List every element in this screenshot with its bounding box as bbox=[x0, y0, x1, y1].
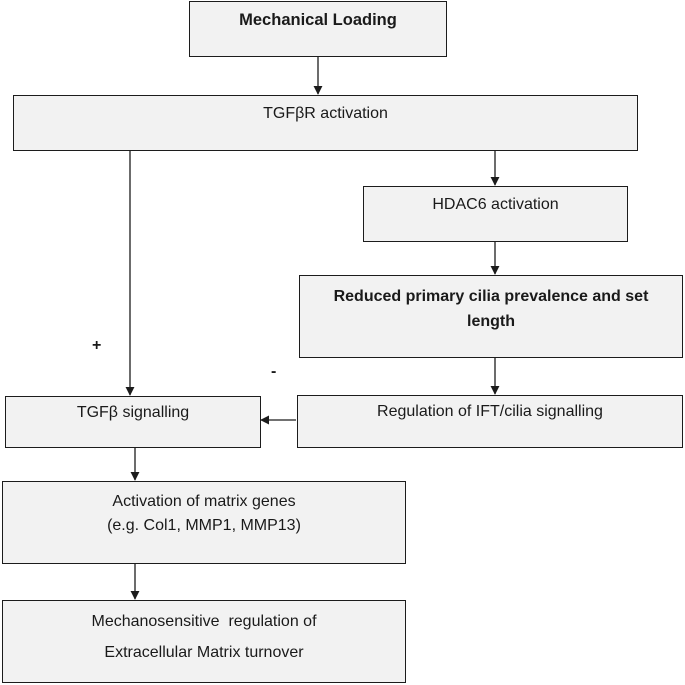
matrix-genes-box: Activation of matrix genes (e.g. Col1, M… bbox=[2, 481, 406, 564]
positive-effect-sign: + bbox=[92, 337, 102, 354]
mechanical-loading-label: Mechanical Loading bbox=[239, 11, 397, 29]
tgfbr-activation-box: TGFβR activation bbox=[13, 95, 638, 151]
hdac6-activation-label: HDAC6 activation bbox=[432, 196, 559, 213]
ecm-turnover-label-line1: Mechanosensitive regulation of bbox=[91, 613, 317, 630]
tgfbr-activation-label: TGFβR activation bbox=[263, 105, 388, 122]
reduced-cilia-box: Reduced primary cilia prevalence and set… bbox=[299, 275, 683, 358]
ift-regulation-label: Regulation of IFT/cilia signalling bbox=[377, 403, 603, 420]
negative-effect-sign: - bbox=[271, 363, 277, 380]
ecm-turnover-box: Mechanosensitive regulation of Extracell… bbox=[2, 600, 406, 683]
ift-regulation-box: Regulation of IFT/cilia signalling bbox=[297, 395, 683, 448]
matrix-genes-label-line1: Activation of matrix genes bbox=[112, 493, 296, 510]
ecm-turnover-label-line2: Extracellular Matrix turnover bbox=[104, 644, 304, 661]
mechanical-loading-box: Mechanical Loading bbox=[189, 1, 447, 57]
tgfb-signalling-label: TGFβ signalling bbox=[76, 404, 190, 421]
matrix-genes-label-line2: (e.g. Col1, MMP1, MMP13) bbox=[107, 517, 301, 534]
reduced-cilia-label-line1: Reduced primary cilia prevalence and set bbox=[333, 288, 649, 305]
reduced-cilia-label-line2: length bbox=[467, 313, 515, 330]
tgfb-signalling-box: TGFβ signalling bbox=[5, 396, 261, 448]
hdac6-activation-box: HDAC6 activation bbox=[363, 186, 628, 242]
